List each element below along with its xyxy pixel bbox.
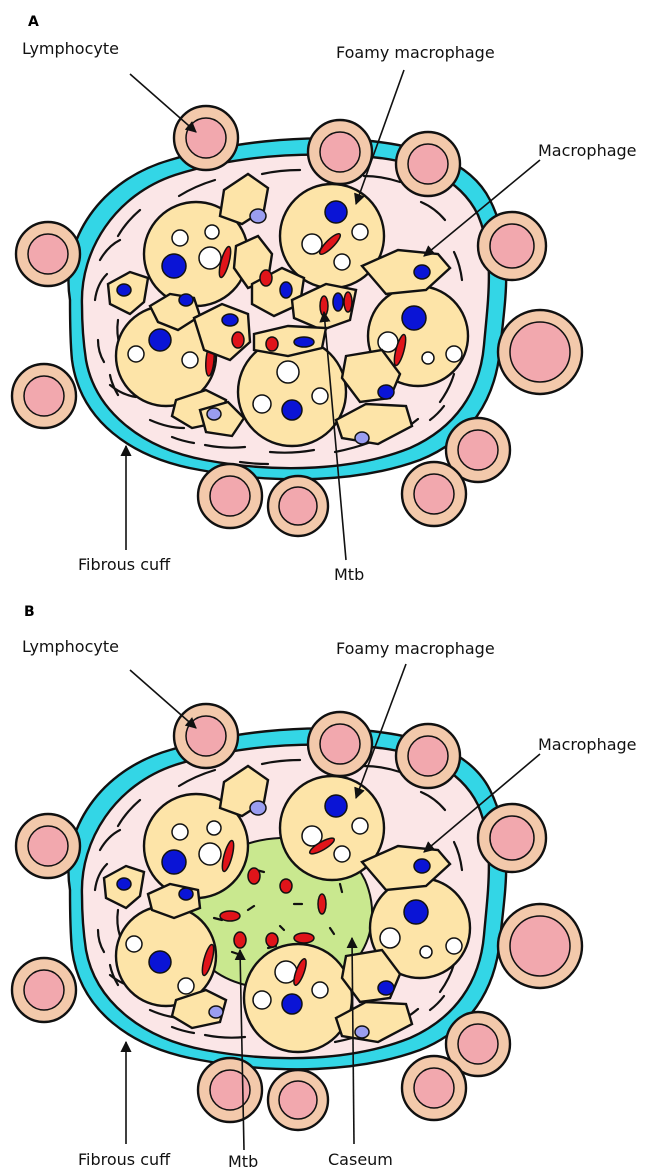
lymphocyte (12, 958, 76, 1022)
label-fibrous-cuff: Fibrous cuff (78, 1150, 171, 1169)
lymphocyte (498, 904, 582, 988)
lymphocyte (396, 132, 460, 196)
lymphocyte (308, 120, 372, 184)
panel-a-letter: A (28, 14, 39, 30)
lymphocyte (174, 704, 238, 768)
label-caseum: Caseum (328, 1150, 393, 1169)
arrow-lymphocyte (130, 670, 196, 728)
lymphocyte (12, 364, 76, 428)
lymphocyte (478, 804, 546, 872)
label-lymphocyte: Lymphocyte (22, 39, 119, 58)
lymphocyte (478, 212, 546, 280)
lymphocyte (402, 462, 466, 526)
lymphocyte (16, 222, 80, 286)
lymphocyte (174, 106, 238, 170)
panel-b: B (12, 604, 637, 1169)
panel-a: A (12, 14, 637, 584)
lymphocyte (198, 1058, 262, 1122)
lymphocyte (16, 814, 80, 878)
lymphocyte (198, 464, 262, 528)
panel-b-letter: B (24, 604, 35, 620)
label-macrophage: Macrophage (538, 735, 637, 754)
label-mtb: Mtb (334, 565, 364, 584)
label-foamy-macrophage: Foamy macrophage (336, 639, 495, 658)
lymphocyte (402, 1056, 466, 1120)
lymphocyte (268, 1070, 328, 1130)
label-fibrous-cuff: Fibrous cuff (78, 555, 171, 574)
arrow-lymphocyte (130, 74, 196, 132)
lymphocyte (268, 476, 328, 536)
lymphocyte (396, 724, 460, 788)
label-foamy-macrophage: Foamy macrophage (336, 43, 495, 62)
label-mtb: Mtb (228, 1152, 258, 1169)
foamy-macrophage (244, 944, 352, 1052)
lymphocyte (498, 310, 582, 394)
lymphocyte (308, 712, 372, 776)
label-macrophage: Macrophage (538, 141, 637, 160)
label-lymphocyte: Lymphocyte (22, 637, 119, 656)
